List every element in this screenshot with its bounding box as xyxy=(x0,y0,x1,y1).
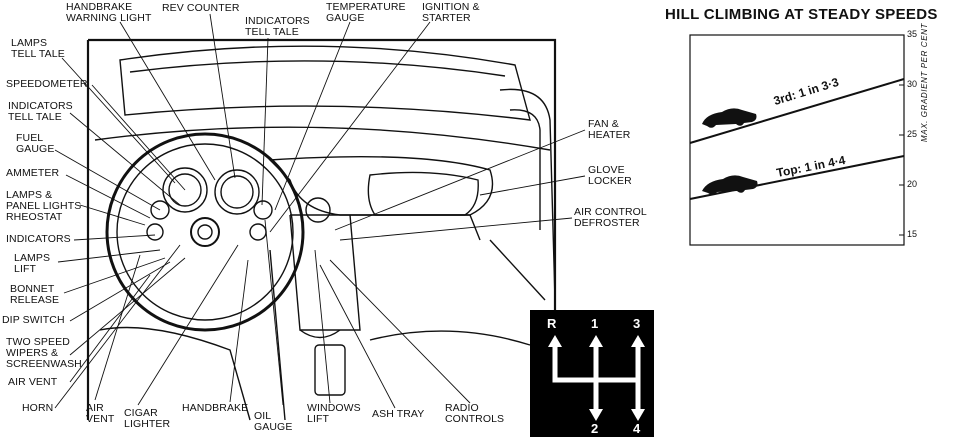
label-indicators-tell-tale-left: INDICATORS TELL TALE xyxy=(8,100,73,123)
label-ash-tray: ASH TRAY xyxy=(372,408,425,420)
car-icon-3rd xyxy=(702,108,757,128)
y-tick-label: 35 xyxy=(907,29,918,39)
y-axis-label: MAX. GRADIENT PER CENT xyxy=(920,23,929,142)
label-fan-heater: FAN & HEATER xyxy=(588,118,631,141)
label-speedometer: SPEEDOMETER xyxy=(6,78,88,90)
gear-label-r: R xyxy=(547,316,557,331)
label-radio-controls: RADIO CONTROLS xyxy=(445,402,505,425)
series-label-3rd: 3rd: 1 in 3·3 xyxy=(771,74,841,108)
y-tick-label: 15 xyxy=(907,229,918,239)
label-indicators: INDICATORS xyxy=(6,233,71,245)
label-lamps-tell-tale: LAMPS TELL TALE xyxy=(11,37,65,60)
label-windows-lift: WINDOWS LIFT xyxy=(307,402,361,425)
dashboard-diagram xyxy=(54,13,654,437)
label-indicators-tell-tale-top: INDICATORS TELL TALE xyxy=(245,15,310,38)
label-dip-switch: DIP SWITCH xyxy=(2,314,65,326)
label-air-control-defroster: AIR CONTROL DEFROSTER xyxy=(574,206,647,229)
label-air-vent-left: AIR VENT xyxy=(8,376,58,388)
gear-label-1: 1 xyxy=(591,316,599,331)
y-tick-label: 20 xyxy=(907,179,918,189)
label-rev-counter: REV COUNTER xyxy=(162,2,240,14)
label-ammeter: AMMETER xyxy=(6,167,60,179)
label-bonnet-release: BONNET RELEASE xyxy=(10,283,60,306)
label-ignition-starter: IGNITION & STARTER xyxy=(422,1,480,24)
chart-title: HILL CLIMBING AT STEADY SPEEDS xyxy=(665,6,938,23)
car-icon-top xyxy=(702,175,758,195)
gear-gate-box xyxy=(530,310,654,437)
label-oil-gauge: OIL GAUGE xyxy=(254,410,293,433)
chart-plot-area xyxy=(689,34,905,246)
gear-label-3: 3 xyxy=(633,316,641,331)
series-label-top: Top: 1 in 4·4 xyxy=(775,152,847,180)
label-horn: HORN xyxy=(22,402,54,414)
label-lamps-lift: LAMPS LIFT xyxy=(14,252,51,275)
label-air-vent-bottom: AIR VENT xyxy=(86,402,115,425)
label-handbrake-warning-light: HANDBRAKE WARNING LIGHT xyxy=(66,1,152,24)
gear-label-4: 4 xyxy=(633,421,641,436)
label-glove-locker: GLOVE LOCKER xyxy=(588,164,632,187)
label-lamps-panel-lights-rheostat: LAMPS & PANEL LIGHTS RHEOSTAT xyxy=(6,189,82,223)
label-cigar-lighter: CIGAR LIGHTER xyxy=(124,407,171,430)
y-tick-label: 25 xyxy=(907,129,918,139)
label-temperature-gauge: TEMPERATURE GAUGE xyxy=(326,1,406,24)
gear-label-2: 2 xyxy=(591,421,599,436)
y-tick-label: 30 xyxy=(907,79,918,89)
label-fuel-gauge: FUEL GAUGE xyxy=(16,132,55,155)
label-two-speed-wipers: TWO SPEED WIPERS & SCREENWASH xyxy=(6,336,82,370)
label-handbrake: HANDBRAKE xyxy=(182,402,249,414)
